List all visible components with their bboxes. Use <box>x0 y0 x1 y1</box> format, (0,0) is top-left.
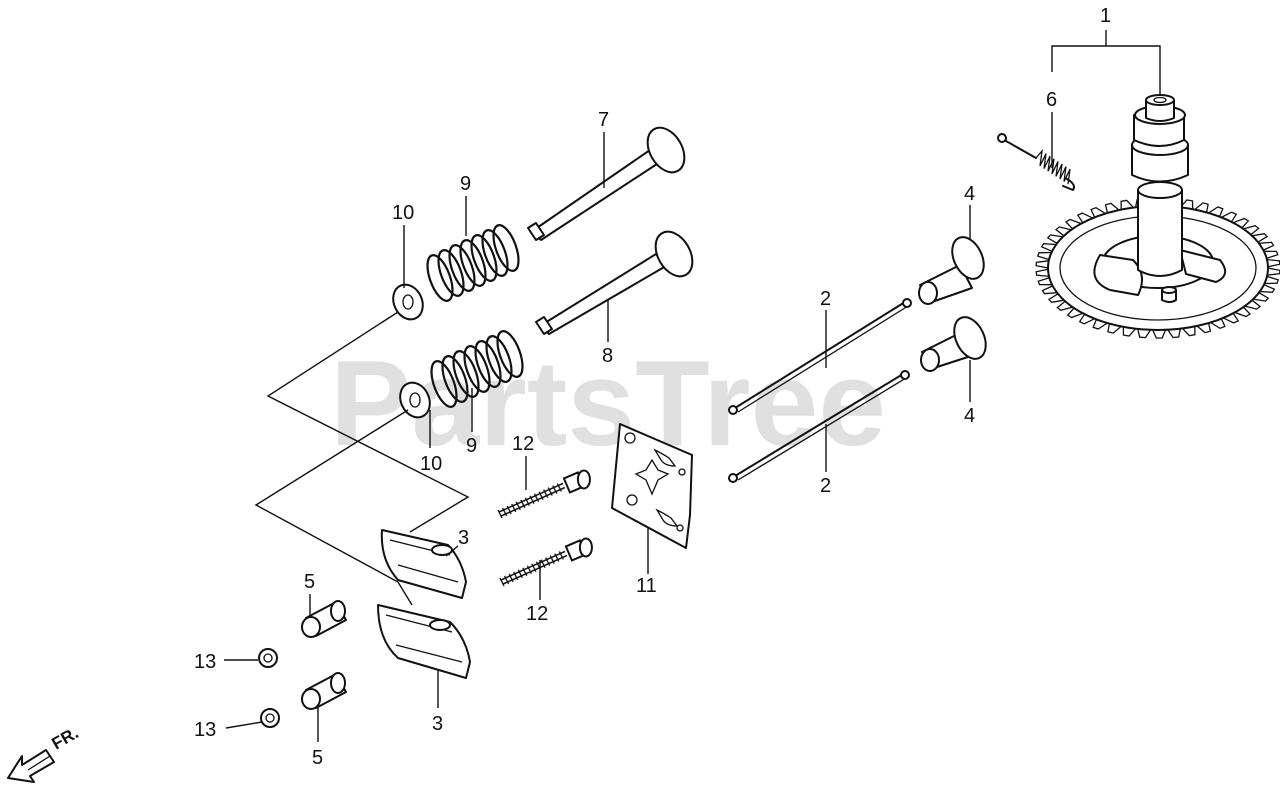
push-rod-upper[interactable] <box>728 298 912 415</box>
callout-2-upper[interactable]: 2 <box>820 288 831 310</box>
callout-2-lower[interactable]: 2 <box>820 475 831 497</box>
front-direction-label: FR. <box>49 723 82 753</box>
callout-3-upper[interactable]: 3 <box>458 527 469 549</box>
callout-5-lower[interactable]: 5 <box>312 747 323 769</box>
push-rod-guide-plate[interactable] <box>611 423 693 549</box>
rocker-arm-upper[interactable] <box>380 529 467 599</box>
callout-1[interactable]: 1 <box>1100 5 1111 27</box>
callout-10-upper[interactable]: 10 <box>392 202 414 224</box>
callout-4-upper[interactable]: 4 <box>964 183 975 205</box>
callout-13-lower[interactable]: 13 <box>194 719 216 741</box>
callouts: 1 2 2 3 3 4 4 5 5 6 7 8 9 9 10 10 11 12 … <box>194 5 1111 769</box>
exhaust-valve[interactable] <box>527 121 692 241</box>
callout-9-lower[interactable]: 9 <box>466 435 477 457</box>
callout-4-lower[interactable]: 4 <box>964 405 975 427</box>
callout-11[interactable]: 11 <box>636 575 657 597</box>
tappet-upper[interactable] <box>918 232 990 305</box>
intake-valve[interactable] <box>535 225 700 335</box>
callout-12-upper[interactable]: 12 <box>512 433 534 455</box>
pivot-lock-nut-lower[interactable] <box>260 708 280 728</box>
callout-9-upper[interactable]: 9 <box>460 173 471 195</box>
callout-5-upper[interactable]: 5 <box>304 571 315 593</box>
callout-12-lower[interactable]: 12 <box>526 603 548 625</box>
camshaft-assembly[interactable] <box>1035 94 1280 339</box>
callout-7[interactable]: 7 <box>598 109 609 131</box>
callout-13-upper[interactable]: 13 <box>194 651 216 673</box>
assembly-group-outline <box>254 311 470 606</box>
push-rod-lower[interactable] <box>728 370 910 483</box>
rocker-arm-pivot-bolt-lower[interactable] <box>499 537 593 587</box>
callout-6[interactable]: 6 <box>1046 89 1057 111</box>
callout-8[interactable]: 8 <box>602 345 613 367</box>
pivot-adjusting-nut-lower[interactable] <box>301 672 347 710</box>
valve-spring-upper[interactable] <box>422 222 523 304</box>
front-direction-arrow: FR. <box>7 723 82 783</box>
valve-retainer-lower[interactable] <box>395 378 436 422</box>
decompressor-spring[interactable] <box>997 133 1075 191</box>
valve-retainer-upper[interactable] <box>388 280 429 324</box>
pivot-adjusting-nut-upper[interactable] <box>301 600 347 638</box>
callout-3-lower[interactable]: 3 <box>432 713 443 735</box>
callout-10-lower[interactable]: 10 <box>420 453 442 475</box>
rocker-arm-pivot-bolt-upper[interactable] <box>497 469 591 519</box>
leader-lines <box>224 30 1161 742</box>
tappet-lower[interactable] <box>920 312 992 372</box>
pivot-lock-nut-upper[interactable] <box>258 648 278 668</box>
rocker-arm-lower[interactable] <box>377 604 471 679</box>
valve-spring-lower[interactable] <box>426 328 527 410</box>
